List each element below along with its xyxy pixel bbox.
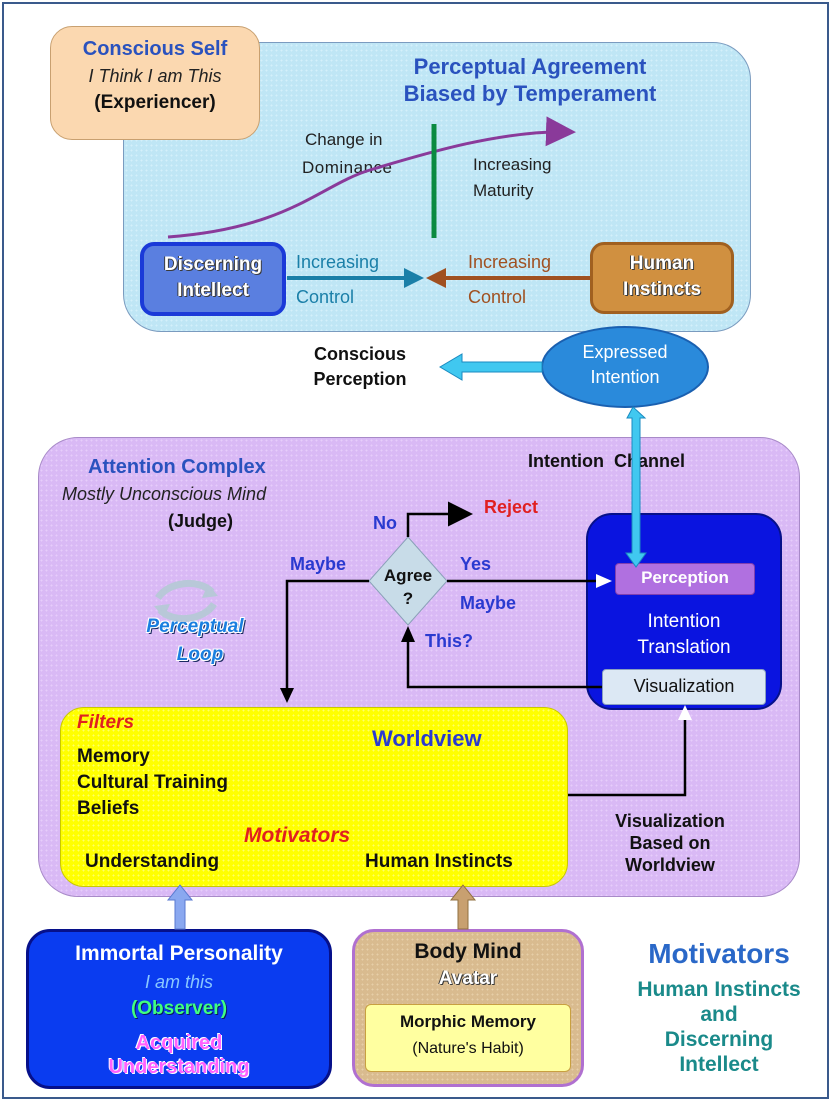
expressed-intention-label-2: Intention (590, 367, 660, 387)
human-instincts-box (590, 242, 734, 314)
discerning-intellect-label-1: Discerning (163, 254, 263, 275)
conscious-perception-label-1: Conscious (313, 344, 406, 364)
human-instincts-worldview-label: Human Instincts (365, 851, 513, 872)
cultural-training-label: Cultural Training (77, 772, 228, 793)
discerning-intellect-label-2: Intellect (177, 280, 249, 301)
motivators-legend-title: Motivators (648, 938, 790, 969)
maybe-left-label: Maybe (290, 554, 347, 574)
motivators-legend-line1: Human Instincts (637, 978, 801, 1001)
left-control-label: Control (296, 287, 355, 307)
worldview-box (60, 707, 568, 887)
conscious-perception-label-2: Perception (313, 369, 407, 389)
attention-complex-role: (Judge) (168, 511, 233, 531)
agree-question-label: ? (402, 589, 414, 608)
attention-complex-subtitle: Mostly Unconscious Mind (62, 484, 267, 504)
human-instincts-label-2: Instincts (622, 279, 702, 300)
maybe-arrow (285, 579, 369, 693)
worldview-title: Worldview (372, 726, 482, 751)
discerning-intellect-box (140, 242, 286, 316)
right-control-label: Control (468, 287, 527, 307)
maybe-right-label: Maybe (460, 593, 517, 613)
yes-arrow-head (596, 574, 612, 588)
expressed-intention-label-1: Expressed (582, 342, 668, 362)
intention-channel-arrow (625, 406, 647, 568)
perceptual-loop-icon (154, 579, 218, 623)
memory-label: Memory (77, 746, 150, 767)
human-instincts-label-1: Human (629, 253, 695, 274)
perceptual-loop-label-1: Perceptual (146, 616, 244, 637)
right-increasing-label: Increasing (468, 252, 552, 272)
worldview-to-visualization-head (678, 705, 692, 720)
perceptual-agreement-title: Perceptual Agreement (413, 54, 647, 79)
visualization-based-label-2: Based on (629, 833, 711, 853)
visualization-loop-arrow (406, 638, 602, 689)
conscious-self-box (50, 26, 260, 140)
reject-arrow (406, 501, 473, 537)
change-in-label: Change in (305, 130, 383, 149)
acquired-label-1: Acquired (135, 1032, 223, 1054)
yes-label: Yes (460, 554, 492, 574)
conscious-self-role: (Experiencer) (94, 92, 216, 113)
motivators-label: Motivators (244, 824, 351, 847)
instincts-control-head (426, 268, 446, 288)
visualization-label: Visualization (633, 676, 735, 696)
maturity-curve (167, 116, 576, 239)
no-label: No (373, 513, 397, 533)
perceptual-agreement-subtitle: Biased by Temperament (403, 81, 657, 106)
conscious-self-title: Conscious Self (82, 38, 228, 60)
beliefs-label: Beliefs (77, 798, 140, 819)
perception-label: Perception (641, 568, 729, 587)
understanding-label: Understanding (85, 851, 220, 872)
conscious-perception-arrow (439, 353, 543, 381)
agree-diamond (368, 536, 448, 626)
avatar-label: Avatar (438, 968, 498, 989)
translation-label: Translation (637, 637, 731, 658)
morphic-memory-label: Morphic Memory (399, 1012, 537, 1031)
conscious-self-subtitle: I Think I am This (88, 66, 222, 86)
immortal-up-arrow (166, 884, 194, 930)
immortal-personality-title: Immortal Personality (75, 942, 283, 965)
perceptual-loop-label-2: Loop (176, 644, 224, 665)
acquired-label-2: Understanding (108, 1056, 250, 1078)
body-mind-title: Body Mind (414, 940, 522, 963)
visualization-box (602, 669, 766, 705)
immortal-personality-subtitle: I am this (144, 972, 214, 992)
maybe-arrow-head (280, 688, 294, 703)
increasing-maturity-label-1: Increasing (473, 155, 552, 174)
morphic-memory-box (365, 1004, 571, 1072)
perception-box (615, 563, 755, 595)
intellect-control-head (404, 268, 424, 288)
increasing-maturity-label-2: Maturity (473, 181, 534, 200)
worldview-to-visualization (568, 718, 687, 797)
visualization-based-label-1: Visualization (615, 811, 725, 831)
body-mind-up-arrow (449, 884, 477, 930)
filters-label: Filters (77, 712, 135, 733)
motivators-legend-line4: Intellect (679, 1053, 759, 1076)
motivators-legend-line3: Discerning (664, 1028, 774, 1051)
reject-label: Reject (484, 497, 539, 517)
visualization-loop-head (401, 626, 415, 642)
agree-label: Agree (383, 566, 433, 585)
natures-habit-label: (Nature's Habit) (412, 1040, 524, 1057)
intention-label: Intention (647, 611, 721, 632)
immortal-personality-role: (Observer) (130, 998, 228, 1019)
immortal-personality-box (26, 929, 332, 1089)
this-label: This? (425, 631, 473, 651)
dominance-label: Dominance (302, 158, 393, 177)
left-increasing-label: Increasing (296, 252, 380, 272)
motivators-legend-line2: and (700, 1003, 738, 1026)
attention-complex-title: Attention Complex (88, 456, 266, 478)
visualization-based-label-3: Worldview (625, 855, 715, 875)
